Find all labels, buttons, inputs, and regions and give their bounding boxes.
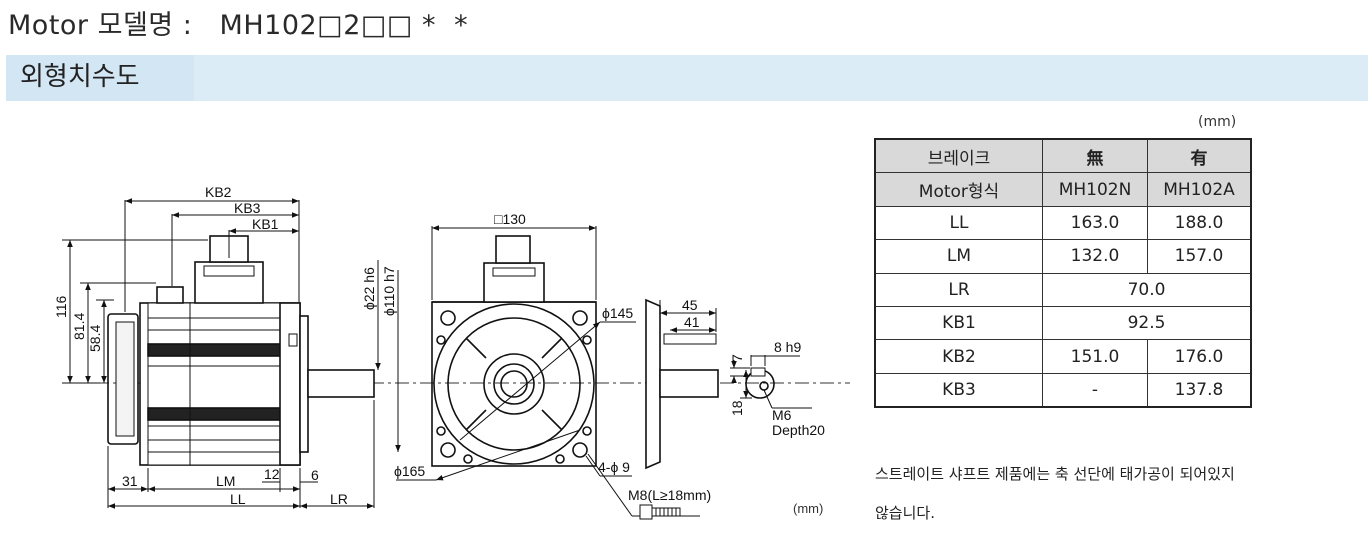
svg-text:ϕ145: ϕ145 [602,305,633,321]
row-label: KB1 [874,305,1043,341]
bolt-icon [639,504,681,520]
svg-text:7: 7 [729,354,745,362]
section-header-bar: 외형치수도 [6,55,1368,101]
page-title: Motor 모델명 : MH102□2□□ * * [8,10,469,41]
svg-text:LR: LR [330,491,348,507]
row-label: LL [874,205,1043,241]
motor-type-header: Motor형식 [874,172,1043,207]
drawing-unit-label: (mm) [793,501,824,516]
svg-text:M6: M6 [772,407,792,423]
value-a: 157.0 [1147,239,1252,274]
svg-text:KB2: KB2 [205,184,232,200]
shaft-note-line2: 않습니다. [875,504,935,522]
model-a-header: MH102A [1147,172,1252,207]
table-row: KB2 151.0 176.0 [874,339,1252,374]
row-label: LM [874,239,1043,274]
table-row: KB3 - 137.8 [874,372,1252,408]
shaft-detail-dimensions [659,300,812,409]
svg-text:18: 18 [729,400,745,416]
svg-text:12: 12 [264,466,280,482]
svg-text:LL: LL [230,491,246,507]
dimension-drawing: KB2 KB3 KB1 116 81.4 58.4 31 LM 12 6 LL … [53,184,850,520]
brake-yes-header: 有 [1147,138,1252,174]
table-row: KB1 92.5 [874,305,1252,341]
svg-text:ϕ22 h6: ϕ22 h6 [361,267,377,310]
shaft-detail-text: 45 41 7 8 h9 18 M6 Depth20 [682,297,825,438]
table-header-row: 브레이크 無 有 [874,138,1252,174]
svg-text:4-ϕ 9: 4-ϕ 9 [598,459,630,475]
side-view [107,235,375,466]
section-label: 외형치수도 [20,62,140,92]
svg-text:8 h9: 8 h9 [774,339,801,355]
spec-table: 브레이크 無 有 Motor형식 MH102N MH102A LL 163.0 … [874,138,1252,409]
value-merged: 92.5 [1042,305,1252,341]
svg-text:58.4: 58.4 [87,325,103,352]
row-label: LR [874,272,1043,307]
table-row: LM 132.0 157.0 [874,239,1252,274]
svg-text:ϕ165: ϕ165 [394,463,425,479]
brake-none-header: 無 [1042,138,1148,174]
svg-text:LM: LM [216,473,235,489]
svg-text:M8(L≥18mm): M8(L≥18mm) [628,487,711,503]
front-view-dimensions [396,225,700,517]
value-a: 137.8 [1147,372,1252,408]
table-header-row: Motor형식 MH102N MH102A [874,172,1252,207]
svg-text:KB3: KB3 [234,200,261,216]
shaft-detail [645,298,775,470]
table-row: LL 163.0 188.0 [874,205,1252,241]
front-view [431,235,597,467]
front-view-text: □130 ϕ145 ϕ165 4-ϕ 9 M8(L≥18mm) [394,211,711,503]
value-n: 132.0 [1042,239,1148,274]
side-view-dimensions [62,198,401,509]
value-n: - [1042,372,1148,408]
value-n: 163.0 [1042,205,1148,241]
svg-text:81.4: 81.4 [71,313,87,340]
brake-header: 브레이크 [874,138,1043,174]
table-unit-label: (mm) [1198,114,1237,130]
svg-text:45: 45 [682,297,698,313]
row-label: KB3 [874,372,1043,408]
section-tab [6,55,194,101]
shaft-note-line1: 스트레이트 샤프트 제품에는 축 선단에 태가공이 되어있지 [875,465,1235,483]
table-row: LR 70.0 [874,272,1252,307]
svg-text:31: 31 [122,473,138,489]
svg-text:KB1: KB1 [252,216,279,232]
side-view-text: KB2 KB3 KB1 116 81.4 58.4 31 LM 12 6 LL … [53,184,397,507]
row-label: KB2 [874,339,1043,374]
value-n: 151.0 [1042,339,1148,374]
value-a: 176.0 [1147,339,1252,374]
svg-text:□130: □130 [494,211,526,227]
svg-text:41: 41 [684,314,700,330]
value-a: 188.0 [1147,205,1252,241]
svg-text:6: 6 [311,467,319,483]
svg-text:Depth20: Depth20 [772,422,825,438]
value-merged: 70.0 [1042,272,1252,307]
svg-text:116: 116 [53,295,69,318]
model-n-header: MH102N [1042,172,1148,207]
svg-text:ϕ110 h7: ϕ110 h7 [381,266,397,316]
